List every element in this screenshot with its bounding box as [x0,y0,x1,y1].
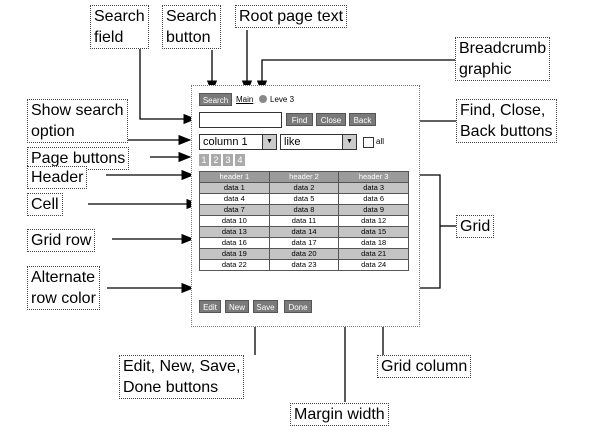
callout-search-button: Search button [162,5,221,49]
callout-grid: Grid [456,215,495,238]
grid-cell[interactable]: data 11 [268,215,340,227]
grid-cell[interactable]: data 3 [338,182,409,194]
grid-header-row: header 1 header 2 header 3 [199,171,409,183]
grid-cell[interactable]: data 1 [199,182,270,194]
callout-grid-row: Grid row [27,229,96,252]
new-button[interactable]: New [225,300,249,313]
callout-alternate-row-color: Alternate row color [27,266,100,310]
callout-grid-column: Grid column [377,355,472,378]
edit-button[interactable]: Edit [199,300,221,313]
grid-cell[interactable]: data 17 [268,237,340,249]
grid-header[interactable]: header 1 [199,171,270,183]
grid-cell[interactable]: data 5 [268,193,340,205]
column-select[interactable]: column 1 ▼ [199,134,277,150]
grid-cell[interactable]: data 18 [338,237,409,249]
grid-cell[interactable]: data 9 [338,204,409,216]
grid-cell[interactable]: data 12 [338,215,409,227]
grid-cell[interactable]: data 14 [268,226,340,238]
callout-cell: Cell [27,193,63,216]
done-button[interactable]: Done [284,300,312,313]
root-page-link[interactable]: Main [236,95,254,104]
chevron-down-icon: ▼ [342,135,356,149]
grid-cell[interactable]: data 20 [268,248,340,260]
callout-page-buttons: Page buttons [27,147,130,170]
grid-cell[interactable]: data 24 [338,259,409,271]
callout-breadcrumb-graphic: Breadcrumb graphic [455,37,551,81]
save-button[interactable]: Save [253,300,278,313]
grid-cell[interactable]: data 4 [199,193,270,205]
close-button[interactable]: Close [316,113,346,126]
back-button[interactable]: Back [349,113,376,126]
breadcrumb-text: Leve 3 [270,95,295,104]
callout-margin-width: Margin width [290,403,389,426]
grid-cell[interactable]: data 15 [338,226,409,238]
grid-cell[interactable]: data 13 [199,226,270,238]
grid-widget: Search Main Leve 3 Find Close Back colum… [191,85,420,327]
page-button-4[interactable]: 4 [235,154,245,166]
callout-search-field: Search field [90,5,149,49]
page-button-3[interactable]: 3 [223,154,233,166]
operator-select[interactable]: like ▼ [280,134,357,150]
callout-header: Header [27,166,88,189]
all-checkbox[interactable] [363,137,374,148]
grid-cell[interactable]: data 2 [268,182,340,194]
grid-header[interactable]: header 3 [338,171,409,183]
all-label: all [376,137,385,146]
column-select-value: column 1 [203,136,248,148]
search-input[interactable] [199,112,282,128]
find-button[interactable]: Find [286,113,313,126]
grid-cell[interactable]: data 21 [338,248,409,260]
operator-select-value: like [284,136,301,148]
search-button[interactable]: Search [199,93,232,106]
callout-show-search-option: Show search option [27,99,128,143]
page-button-2[interactable]: 2 [211,154,221,166]
grid-cell[interactable]: data 6 [338,193,409,205]
callout-find-close-back: Find, Close, Back buttons [456,99,557,143]
grid-cell[interactable]: data 23 [268,259,340,271]
grid-cell[interactable]: data 22 [199,259,270,271]
chevron-down-icon: ▼ [262,135,276,149]
callout-edit-new-save-done: Edit, New, Save, Done buttons [119,355,245,399]
grid-cell[interactable]: data 10 [199,215,270,227]
callout-root-page-text: Root page text [235,5,348,28]
grid-cell[interactable]: data 8 [268,204,340,216]
breadcrumb-icon [259,95,267,103]
grid-cell[interactable]: data 16 [199,237,270,249]
grid-cell[interactable]: data 7 [199,204,270,216]
grid-header[interactable]: header 2 [268,171,340,183]
page-button-1[interactable]: 1 [199,154,209,166]
grid-cell[interactable]: data 19 [199,248,270,260]
